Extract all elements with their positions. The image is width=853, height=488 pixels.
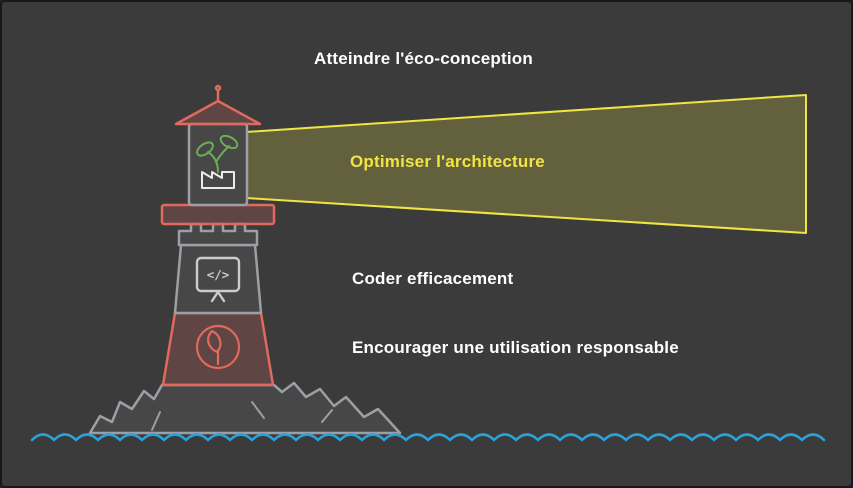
lantern-room: [187, 122, 249, 207]
label-eco-conception: Atteindre l'éco-conception: [314, 49, 533, 68]
parapet-crenellation: [177, 222, 259, 247]
label-coder-efficacement: Coder efficacement: [352, 269, 514, 288]
eco-factory-icon: [196, 134, 239, 189]
water-waves: [30, 433, 826, 442]
tower-usage-section: [161, 311, 275, 387]
gallery-band: [160, 203, 276, 226]
rocks: [88, 381, 402, 435]
code-glyph-text: </>: [207, 267, 230, 282]
leaf-icon: [195, 324, 241, 370]
label-optimiser-architecture: Optimiser l'architecture: [350, 152, 545, 171]
code-monitor-icon: </>: [195, 256, 241, 303]
lighthouse-roof: [174, 84, 262, 126]
tower-coding-section: </>: [173, 243, 263, 315]
label-utilisation-responsable: Encourager une utilisation responsable: [352, 338, 679, 357]
